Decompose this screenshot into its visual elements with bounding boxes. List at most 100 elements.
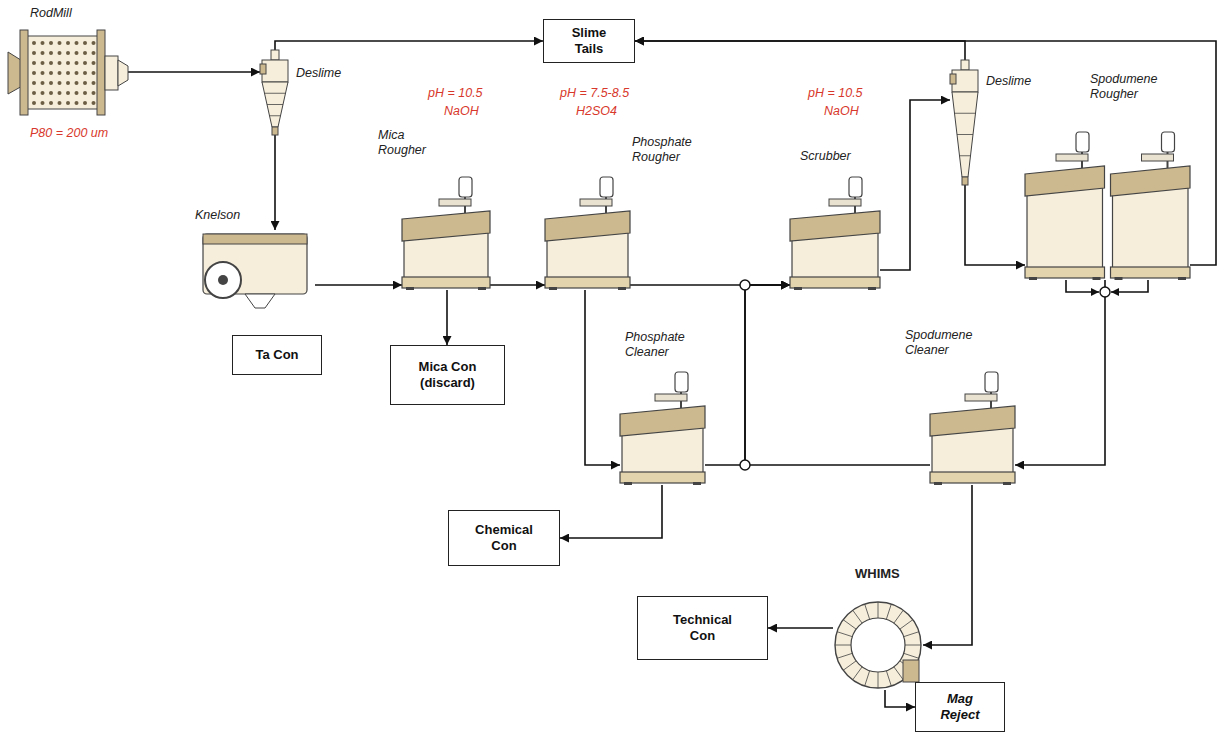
reagent-note: pH = 10.5 <box>428 86 483 101</box>
equipment-label: Phosphate Rougher <box>632 135 707 165</box>
equipment-label: Mica Rougher <box>378 128 438 158</box>
ring-segment <box>853 610 862 623</box>
equipment-illustration <box>620 370 705 485</box>
cone-band <box>955 113 976 114</box>
liner-bolt <box>32 51 36 55</box>
flotation-cell-bank: Spodumene Rougher <box>1025 130 1190 280</box>
product-box: Mag Reject <box>915 682 1005 732</box>
concentrate-line <box>1066 280 1099 292</box>
flow-line <box>446 290 448 345</box>
ring-segment <box>894 610 903 623</box>
equipment-label: Spodumene Rougher <box>1090 72 1170 102</box>
cell-foot <box>1115 277 1123 280</box>
cell-base <box>790 277 880 288</box>
drive-arm <box>965 394 997 401</box>
drive-arm <box>439 199 471 206</box>
ring-outer <box>835 602 921 688</box>
liner-bolt <box>32 61 36 65</box>
liner-bolt <box>58 81 62 85</box>
ring-segment <box>878 602 879 618</box>
equipment-illustration <box>195 230 315 310</box>
feed-inlet <box>260 64 266 74</box>
liner-bolt <box>83 71 87 75</box>
reagent-note: pH = 10.5 <box>808 86 863 101</box>
cell-foot <box>1003 482 1011 485</box>
equipment-illustration <box>260 50 290 135</box>
product-label: Mag Reject <box>933 691 988 722</box>
liner-bolt <box>92 61 96 65</box>
drive-arm <box>580 199 612 206</box>
liner-bolt <box>66 51 70 55</box>
liner-bolt <box>83 41 87 45</box>
cone-band <box>267 104 283 105</box>
liner-bolt <box>41 101 45 105</box>
liner-bolt <box>58 71 62 75</box>
vortex-finder <box>271 50 279 60</box>
equipment-illustration <box>930 370 1015 485</box>
liner-bolt <box>83 61 87 65</box>
liner-bolt <box>75 61 79 65</box>
product-box: Mica Con (discard) <box>390 345 505 405</box>
liner-bolt <box>92 41 96 45</box>
liner-bolt <box>92 91 96 95</box>
liner-bolt <box>75 91 79 95</box>
equipment-label: Scrubber <box>800 149 860 164</box>
liner-bolt <box>41 51 45 55</box>
equipment-label: Phosphate Cleaner <box>625 330 700 360</box>
discharge-hopper <box>245 294 275 308</box>
liner-bolt <box>41 71 45 75</box>
vortex-finder <box>961 60 969 70</box>
cone-band <box>960 155 971 156</box>
flow-line <box>923 485 972 645</box>
size-note: P80 = 200 um <box>30 126 108 141</box>
liner-bolt <box>92 81 96 85</box>
cell-foot <box>868 287 876 290</box>
flow-line <box>315 284 402 286</box>
cyclone-cone <box>952 92 978 177</box>
equipment-label: RodMill <box>30 6 100 21</box>
ring-segment <box>853 667 862 680</box>
liner-bolt <box>32 41 36 45</box>
product-label: Mica Con (discard) <box>412 359 484 390</box>
spigot <box>272 127 278 135</box>
ring-segment <box>886 604 891 619</box>
junction <box>740 280 750 290</box>
liner-bolt <box>66 71 70 75</box>
equipment-illustration <box>833 600 923 690</box>
liner-bolt <box>66 61 70 65</box>
product-label: Slime Tails <box>565 25 613 56</box>
cell-foot <box>478 287 486 290</box>
flow-line <box>274 135 276 230</box>
motor <box>849 177 862 197</box>
motor <box>459 177 472 197</box>
liner-bolt <box>66 91 70 95</box>
cell-lip <box>1111 166 1191 196</box>
reagent-note: NaOH <box>824 104 859 119</box>
flow-line <box>705 285 790 465</box>
flow-line <box>275 41 543 50</box>
cone-band <box>265 93 286 94</box>
drive-arm <box>829 199 861 206</box>
hydrocyclone: Deslime <box>260 50 290 135</box>
motor <box>675 372 688 392</box>
top-band <box>203 234 307 244</box>
ring-segment <box>843 620 856 629</box>
cell-base <box>1111 267 1191 278</box>
equipment-label: WHIMS <box>855 566 915 582</box>
motor <box>1076 132 1089 152</box>
cell-lip <box>790 211 880 241</box>
flow-line <box>745 285 930 465</box>
product-box: Technical Con <box>637 596 768 660</box>
concentrate-line <box>1111 280 1148 292</box>
ring-segment <box>837 632 852 637</box>
liner-bolt <box>66 101 70 105</box>
liner-bolt <box>49 71 53 75</box>
cell-foot <box>794 287 802 290</box>
cell-lip <box>930 406 1015 436</box>
flow-line <box>128 71 260 73</box>
liner-bolt <box>66 41 70 45</box>
flotation-cell: Mica Rougher <box>402 175 490 290</box>
cell-lip <box>620 406 705 436</box>
ring-segment <box>894 667 903 680</box>
mill-flange <box>20 30 28 115</box>
